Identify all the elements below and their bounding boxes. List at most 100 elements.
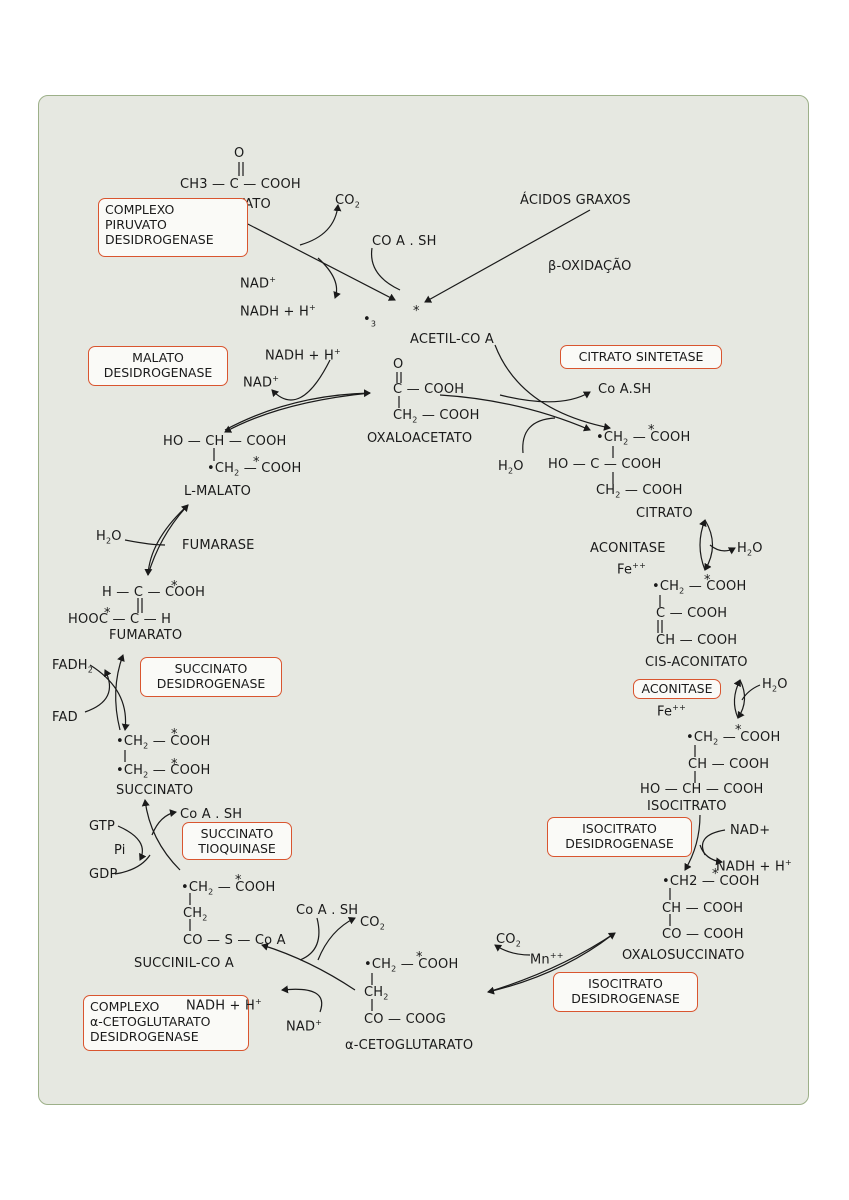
arrow-oxalosuccinate-akg [487, 934, 613, 995]
co2-label-2: CO2 [360, 915, 386, 932]
citrate-line1: •CH2 — COOH [596, 430, 691, 447]
iso-line1: •CH2 — COOH [686, 730, 781, 747]
nadh-label-4: NADH + H+ [186, 997, 262, 1014]
nad-label-2: NAD+ [243, 374, 280, 391]
arrow-h2o-in-2 [741, 684, 761, 701]
enzyme-ketoglutarate-dehydrogenase: COMPLEXO α-CETOGLUTARATO DESIDROGENASE [83, 995, 249, 1051]
acetyl-name: ACETIL-CO A [410, 332, 494, 347]
enzyme-aconitase-top: ACONITASE [590, 541, 666, 556]
coash-label-2: Co A.SH [598, 382, 652, 397]
arrow-succinate-fumarate [115, 654, 125, 731]
succinate-name: SUCCINATO [116, 783, 194, 798]
arrow-nad-loop [317, 257, 341, 299]
water-label-aconitase-1: H2O [737, 541, 763, 558]
arrow-gtp [117, 825, 147, 861]
cis-line3: CH — COOH [656, 633, 738, 648]
arrow-pyruvate-acetyl [239, 219, 396, 301]
enzyme-fumarase: FUMARASE [182, 538, 255, 553]
arrow-cis-iso [737, 679, 746, 719]
arrow-iso-cis [733, 679, 741, 719]
nadh-label-1: NADH + H+ [240, 303, 316, 320]
arrow-acetyl-citrate [494, 344, 611, 431]
arrow-co2-out-2 [317, 916, 356, 961]
oxalosuccinate-line2: CH — COOH [662, 901, 744, 916]
cis-line1: •CH2 — COOH [652, 579, 747, 596]
coash-label-4: Co A . SH [296, 903, 359, 918]
arrow-malate-oxalo [224, 389, 371, 431]
oxalo-line1: C — COOH [393, 382, 465, 397]
star-succinate-1: * [171, 727, 178, 742]
co2-label-1: CO2 [335, 193, 361, 210]
oxalosuccinate-line3: CO — COOH [662, 927, 744, 942]
gtp-label: GTP [89, 819, 115, 834]
malate-name: L-MALATO [184, 484, 252, 499]
iso-line3: HO — CH — COOH [640, 782, 764, 797]
acetyl-formula: •3 [363, 312, 377, 329]
nadh-label-2: NADH + H+ [265, 347, 341, 364]
succinyl-line1: •CH2 — COOH [181, 880, 276, 897]
arrow-coash-out [499, 391, 591, 403]
citrate-line3: CH2 — COOH [596, 483, 683, 500]
arrow-nadh-nad [271, 359, 331, 401]
iso-name: ISOCITRATO [647, 799, 727, 814]
enzyme-succinate-dehydrogenase: SUCCINATO DESIDROGENASE [140, 657, 282, 697]
coash-label-1: CO A . SH [372, 234, 437, 249]
diagram-panel [38, 95, 809, 1105]
iron-label-2: Fe++ [657, 703, 686, 720]
oxalo-oxygen: O [393, 357, 404, 372]
arrow-fadh2 [89, 664, 130, 731]
arrow-h2o-out-1 [709, 544, 736, 555]
akg-line3: CO — COOG [364, 1012, 446, 1027]
pyruvate-oxygen: O [234, 146, 245, 161]
fad-label: FAD [52, 710, 78, 725]
enzyme-pyruvate-dehydrogenase: COMPLEXO PIRUVATO DESIDROGENASE [98, 198, 248, 257]
water-label-1: H2O [498, 459, 524, 476]
arrow-oxalo-malate [224, 392, 371, 433]
oxalosuccinate-line1: •CH2 — COOH [662, 874, 760, 889]
arrow-nad-in [701, 829, 726, 856]
star-fumarate-2: * [104, 606, 111, 621]
arrow-oxalo-citrate [439, 394, 591, 432]
arrow-nadh-out [699, 844, 723, 866]
arrow-co2-release [299, 204, 342, 246]
arrow-fumarase-rev [147, 504, 189, 576]
arrow-nad-nadh [281, 985, 323, 1013]
oxalo-line2: CH2 — COOH [393, 408, 480, 425]
nad-label-1: NAD+ [240, 275, 277, 292]
nad-label-4: NAD+ [286, 1018, 323, 1035]
akg-line1: •CH2 — COOH [364, 957, 459, 974]
malate-line2: •CH2 — COOH [207, 461, 302, 478]
nadh-label-3: NADH + H+ [716, 858, 792, 875]
arrow-water-fumarase [124, 539, 166, 546]
akg-line2: CH2 [364, 985, 389, 1002]
arrow-cis-citrate [699, 519, 707, 571]
arrow-akg-succinyl [261, 942, 356, 991]
fadh2-label: FADH2 [52, 658, 94, 675]
co2-label-3: CO2 [496, 932, 522, 949]
oxalo-name: OXALOACETATO [367, 431, 473, 446]
acetyl-star: * [413, 304, 420, 319]
arrow-coash-succ [151, 809, 177, 836]
succinyl-line2: CH2 [183, 906, 208, 923]
enzyme-isocitrate-dehydrogenase-2: ISOCITRATO DESIDROGENASE [553, 972, 698, 1012]
pyruvate-formula: CH3 — C — COOH [180, 177, 301, 192]
arrow-succinyl-succinate [141, 799, 181, 871]
arrow-coash-in [370, 247, 401, 291]
water-label-fumarase: H2O [96, 529, 122, 546]
iso-line2: CH — COOH [688, 757, 770, 772]
akg-name: α-CETOGLUTARATO [345, 1038, 474, 1053]
star-akg: * [416, 950, 423, 965]
succinyl-line3: CO — S — Co A [183, 933, 286, 948]
cis-line2: C — COOH [656, 606, 728, 621]
nad-plus-label: NAD+ [730, 823, 771, 838]
fumarate-line1: H — C — COOH [102, 585, 206, 600]
malate-line1: HO — CH — COOH [163, 434, 287, 449]
citrate-line2: HO — C — COOH [548, 457, 662, 472]
star-fumarate-1: * [171, 579, 178, 594]
enzyme-succinate-thiokinase: SUCCINATO TIOQUINASE [182, 822, 292, 860]
arrow-water-in [522, 417, 556, 454]
pi-label: Pi [114, 843, 126, 858]
arrow-gdp [114, 854, 151, 875]
arrow-akg-oxalosuccinate [487, 932, 616, 993]
